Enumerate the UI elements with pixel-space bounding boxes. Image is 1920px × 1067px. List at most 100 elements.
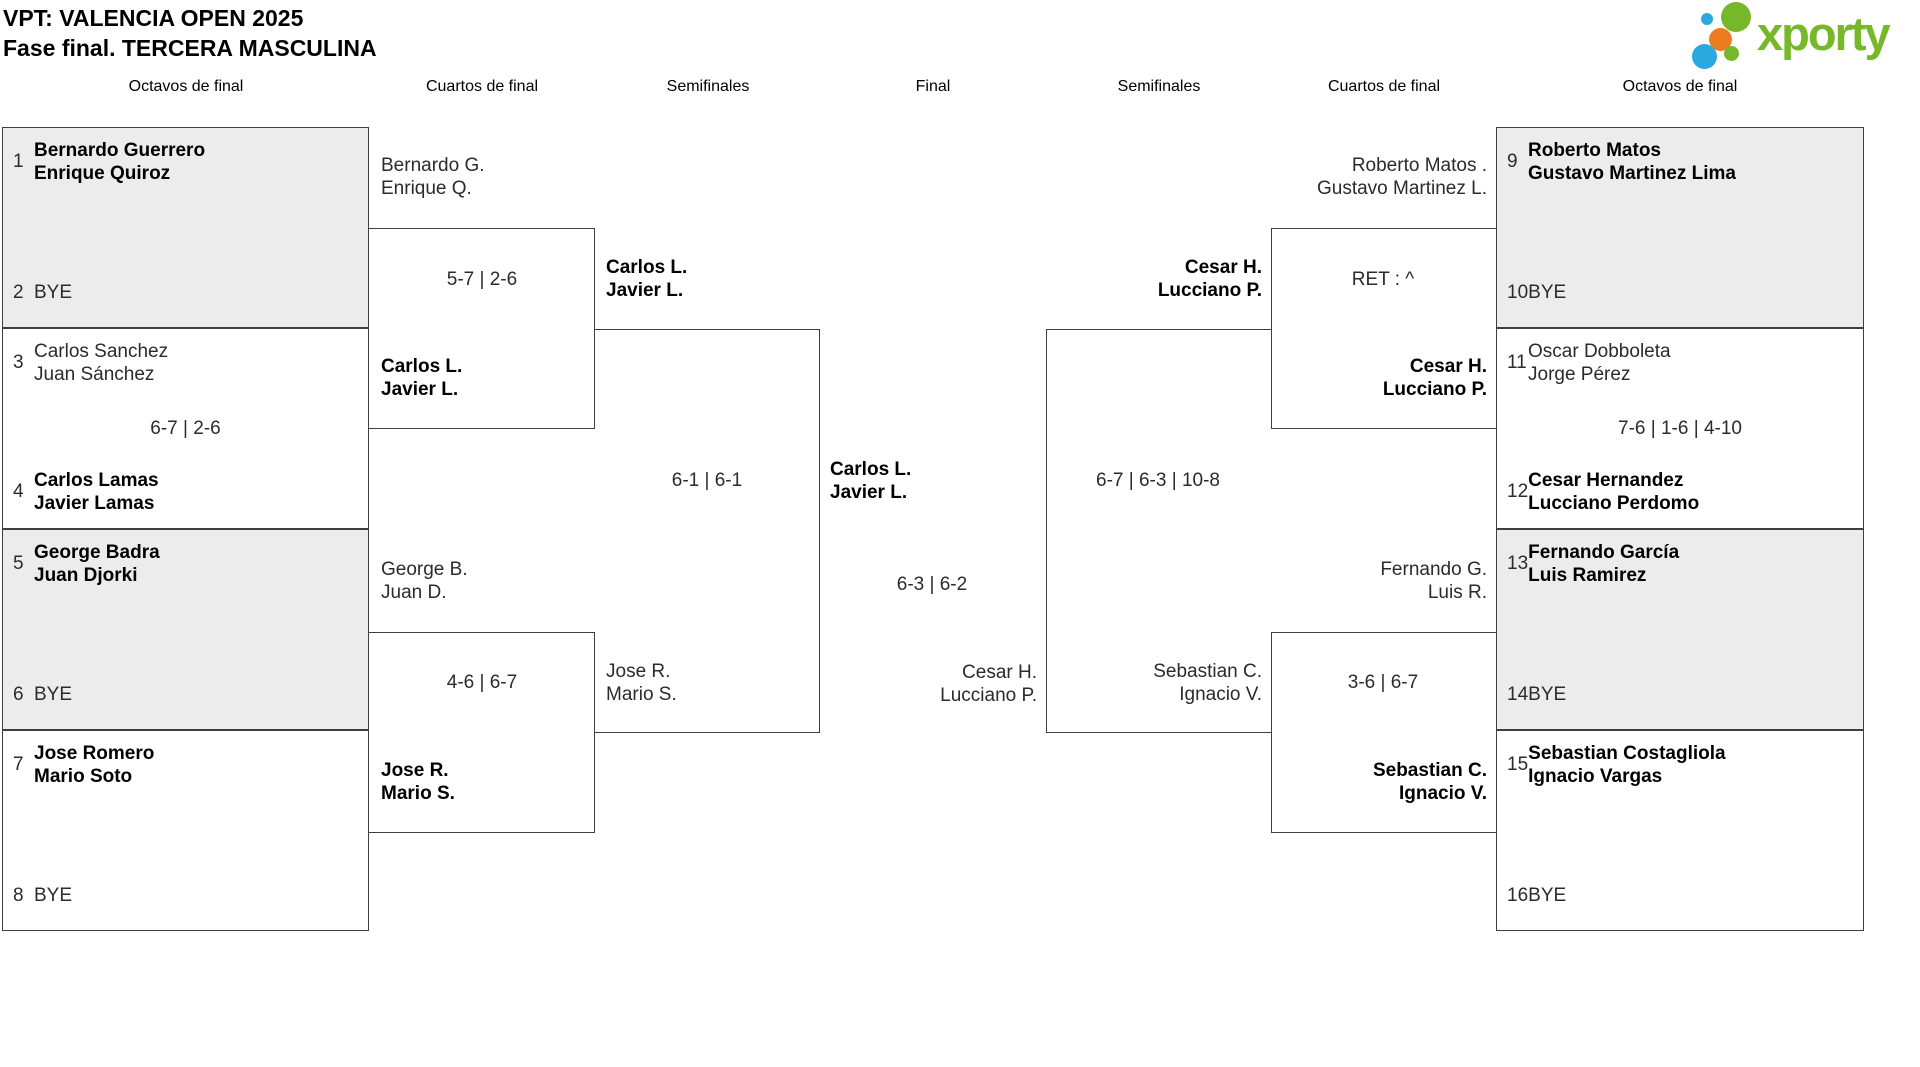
team-name: BYE [1528, 684, 1567, 705]
seed-number: 3 [13, 352, 24, 373]
team-name: BYE [34, 684, 73, 705]
match-score-qf-right2: 3-6 | 6-7 [1347, 672, 1419, 693]
team-name: Oscar Dobboleta Jorge Pérez [1528, 341, 1671, 385]
team-slot: 6 BYE [13, 683, 364, 706]
finalist-label-top: Carlos L. Javier L. [830, 459, 912, 503]
advancer-label-sf-right-top: Cesar H. Lucciano P. [1157, 257, 1262, 301]
team-slot: 16 BYE [1507, 884, 1859, 907]
match-score: 6-7 | 2-6 [150, 418, 221, 439]
team-name: Sebastian Costagliola Ignacio Vargas [1528, 743, 1726, 787]
team-slot: 9 Roberto Matos Gustavo Martinez Lima [1507, 139, 1859, 185]
seed-number: 1 [13, 151, 24, 172]
logo-dot-green-small-icon [1724, 46, 1739, 61]
advancer-label-sf-left-bottom: Jose R. Mario S. [606, 661, 677, 705]
team-name: George Badra Juan Djorki [34, 542, 160, 586]
title-block: VPT: VALENCIA OPEN 2025 Fase final. TERC… [3, 3, 377, 63]
seed-number: 15 [1507, 754, 1529, 775]
tournament-title: VPT: VALENCIA OPEN 2025 [3, 5, 304, 31]
seed-number: 11 [1507, 352, 1527, 373]
team-slot: 1 Bernardo Guerrero Enrique Quiroz [13, 139, 364, 185]
match-box-5-6: 5 George Badra Juan Djorki 6 BYE [2, 529, 369, 730]
team-name: BYE [1528, 282, 1567, 303]
round-header-semis-left: Semifinales [666, 78, 750, 95]
team-slot: 15 Sebastian Costagliola Ignacio Vargas [1507, 742, 1859, 788]
match-box-3-4: 3 Carlos Sanchez Juan Sánchez 6-7 | 2-6 … [2, 328, 369, 529]
match-score: 7-6 | 1-6 | 4-10 [1618, 418, 1742, 439]
match-box-13-14: 13 Fernando García Luis Ramirez 14 BYE [1496, 529, 1864, 730]
team-name: BYE [34, 885, 73, 906]
advancer-label-qf-right2-top: Fernando G. Luis R. [1380, 559, 1487, 603]
match-box-1-2: 1 Bernardo Guerrero Enrique Quiroz 2 BYE [2, 127, 369, 328]
team-slot: 8 BYE [13, 884, 364, 907]
team-name: Carlos Lamas Javier Lamas [34, 470, 159, 514]
round-header-octavos-left: Octavos de final [128, 78, 244, 95]
advancer-label-qf-right1-bottom: Cesar H. Lucciano P. [1382, 356, 1487, 400]
team-name: Carlos Sanchez Juan Sánchez [34, 341, 169, 385]
team-slot: 3 Carlos Sanchez Juan Sánchez [13, 340, 364, 386]
match-box-15-16: 15 Sebastian Costagliola Ignacio Vargas … [1496, 730, 1864, 931]
advancer-label-sf-left-top: Carlos L. Javier L. [606, 257, 688, 301]
team-slot: 4 Carlos Lamas Javier Lamas [13, 469, 364, 515]
seed-number: 6 [13, 683, 24, 705]
team-slot: 12 Cesar Hernandez Lucciano Perdomo [1507, 469, 1859, 515]
match-score-sf-right: 6-7 | 6-3 | 10-8 [1096, 470, 1220, 491]
logo-wordmark: xporty [1757, 7, 1891, 60]
team-name: Roberto Matos Gustavo Martinez Lima [1528, 140, 1736, 184]
advancer-label-qf-right2-bottom: Sebastian C. Ignacio V. [1372, 760, 1487, 804]
round-header-semis-right: Semifinales [1117, 78, 1201, 95]
team-slot: 5 George Badra Juan Djorki [13, 541, 364, 587]
advancer-label-qf-left1-bottom: Carlos L. Javier L. [381, 356, 463, 400]
team-name: BYE [1528, 885, 1567, 906]
seed-number: 8 [13, 884, 24, 906]
team-name: BYE [34, 282, 73, 303]
advancer-label-qf-left2-top: George B. Juan D. [381, 559, 468, 603]
team-slot: 7 Jose Romero Mario Soto [13, 742, 364, 788]
team-name: Jose Romero Mario Soto [34, 743, 155, 787]
round-header-octavos-right: Octavos de final [1622, 78, 1738, 95]
team-slot: 14 BYE [1507, 683, 1859, 706]
seed-number: 10 [1507, 281, 1529, 303]
match-score-qf-left1: 5-7 | 2-6 [446, 269, 518, 290]
match-box-7-8: 7 Jose Romero Mario Soto 8 BYE [2, 730, 369, 931]
logo-dot-green-large-icon [1721, 2, 1751, 32]
semifinal-box-left [595, 329, 820, 733]
seed-number: 12 [1507, 481, 1529, 502]
round-header-cuartos-left: Cuartos de final [425, 78, 539, 95]
match-score-qf-right1: RET : ^ [1351, 269, 1415, 290]
seed-number: 16 [1507, 884, 1529, 906]
team-slot: 13 Fernando García Luis Ramirez [1507, 541, 1859, 587]
advancer-label-qf-right1-top: Roberto Matos . Gustavo Martinez L. [1316, 155, 1487, 199]
team-slot: 10 BYE [1507, 281, 1859, 304]
team-slot: 11 Oscar Dobboleta Jorge Pérez [1507, 340, 1859, 386]
seed-number: 9 [1507, 151, 1518, 172]
team-name: Bernardo Guerrero Enrique Quiroz [34, 140, 206, 184]
logo-dot-blue-small-icon [1701, 13, 1713, 25]
match-score-final: 6-3 | 6-2 [896, 574, 968, 595]
logo-dot-blue-large-icon [1692, 44, 1717, 69]
quarterfinal-box-right-2 [1271, 632, 1496, 833]
match-score-sf-left: 6-1 | 6-1 [671, 470, 743, 491]
seed-number: 7 [13, 754, 24, 775]
xporty-logo[interactable]: xporty [1680, 0, 1920, 75]
team-name: Cesar Hernandez Lucciano Perdomo [1528, 470, 1700, 514]
seed-number: 2 [13, 281, 24, 303]
advancer-label-qf-left1-top: Bernardo G. Enrique Q. [381, 155, 485, 199]
quarterfinal-box-right-1 [1271, 228, 1496, 429]
match-box-11-12: 11 Oscar Dobboleta Jorge Pérez 7-6 | 1-6… [1496, 328, 1864, 529]
team-slot: 2 BYE [13, 281, 364, 304]
round-header-final: Final [915, 78, 951, 95]
bracket-subtitle: Fase final. TERCERA MASCULINA [3, 35, 377, 61]
seed-number: 14 [1507, 683, 1529, 705]
advancer-label-sf-right-bottom: Sebastian C. Ignacio V. [1153, 661, 1262, 705]
seed-number: 13 [1507, 553, 1529, 574]
match-box-9-10: 9 Roberto Matos Gustavo Martinez Lima 10… [1496, 127, 1864, 328]
round-header-cuartos-right: Cuartos de final [1327, 78, 1441, 95]
match-score-qf-left2: 4-6 | 6-7 [446, 672, 518, 693]
quarterfinal-box-left-1 [369, 228, 595, 429]
semifinal-box-right [1046, 329, 1271, 733]
advancer-label-qf-left2-bottom: Jose R. Mario S. [381, 760, 455, 804]
quarterfinal-box-left-2 [369, 632, 595, 833]
team-name: Fernando García Luis Ramirez [1528, 542, 1680, 586]
logo-dot-orange-icon [1709, 28, 1732, 51]
